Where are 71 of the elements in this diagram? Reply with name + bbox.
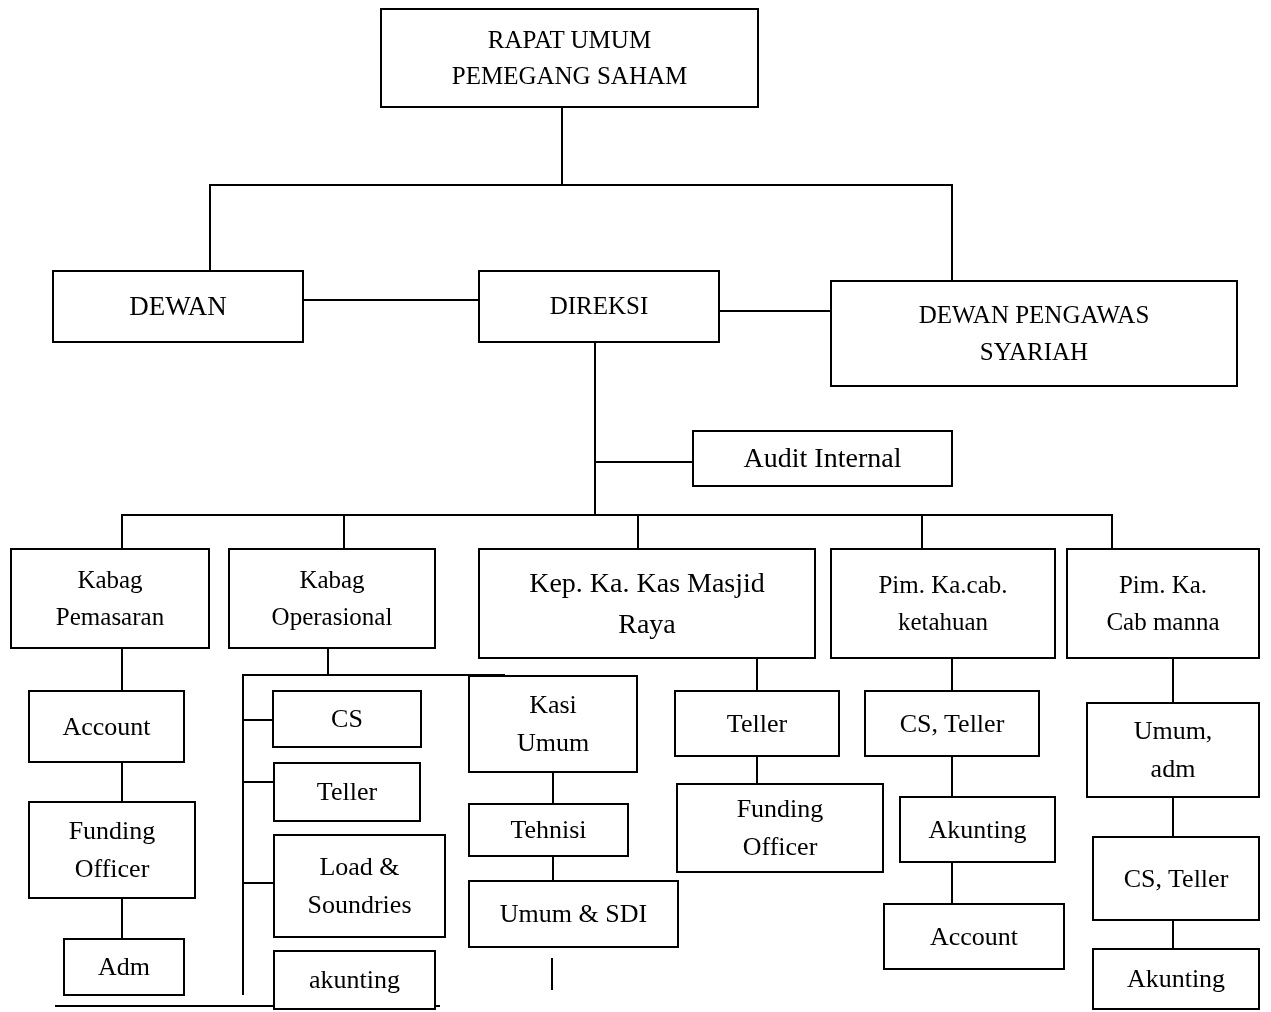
box-label: Funding Officer (67, 815, 157, 885)
connector-line (951, 862, 953, 904)
box-label: CS (331, 703, 363, 736)
box-label: DIREKSI (549, 291, 649, 322)
org-box (468, 880, 679, 948)
org-box (830, 548, 1056, 659)
box-label: Pim. Ka.cab. ketahuan (877, 570, 1009, 637)
connector-line (552, 856, 554, 881)
box-label: RAPAT UMUM PEMEGANG SAHAM (450, 24, 689, 91)
connector-line (552, 772, 554, 804)
box-label: Umum & SDI (499, 898, 648, 931)
box-label: DEWAN PENGAWAS SYARIAH (917, 300, 1151, 367)
org-box (380, 8, 759, 108)
box-label: Audit Internal (743, 441, 902, 476)
box-label: Tehnisi (510, 814, 587, 847)
box-label: Kabag Pemasaran (54, 565, 166, 632)
box-label: Funding Officer (735, 793, 825, 863)
connector-line (303, 299, 479, 301)
box-label: Load & Soundries (306, 851, 413, 921)
connector-line (951, 658, 953, 691)
box-label: CS, Teller (1123, 862, 1229, 895)
org-box (273, 762, 421, 822)
org-box (830, 280, 1238, 387)
box-label: Kasi Umum (515, 689, 591, 759)
org-box (1092, 836, 1260, 921)
box-label: Teller (726, 707, 788, 740)
org-box (52, 270, 304, 343)
org-box (468, 675, 638, 773)
box-label: Adm (98, 951, 150, 984)
box-label: Umum, adm (1132, 715, 1214, 785)
box-label: DEWAN (129, 289, 227, 323)
connector-line (121, 762, 123, 802)
org-box (864, 690, 1040, 757)
connector-line (756, 658, 758, 691)
box-label: Account (929, 920, 1019, 953)
org-box (273, 950, 436, 1010)
org-box (63, 938, 185, 996)
box-label: Pim. Ka. Cab manna (1105, 570, 1221, 637)
org-box (1086, 702, 1260, 798)
box-label: Akunting (928, 813, 1027, 846)
box-label: Kabag Operasional (270, 565, 394, 632)
connector-line (719, 310, 831, 312)
org-box (692, 430, 953, 487)
org-box (883, 903, 1065, 970)
connector-line (951, 756, 953, 797)
org-box (478, 270, 720, 343)
org-box (228, 548, 436, 649)
org-box (674, 690, 840, 757)
connector-line (1172, 920, 1174, 949)
box-label: Akunting (1126, 963, 1226, 996)
box-label: akunting (309, 964, 400, 997)
box-label: Account (62, 710, 151, 743)
org-box (10, 548, 210, 649)
org-box (272, 690, 422, 748)
org-box (1066, 548, 1260, 659)
box-label: Teller (316, 776, 378, 809)
org-box (478, 548, 816, 659)
connector-line (121, 898, 123, 939)
connector-line (1172, 797, 1174, 837)
org-box (273, 834, 446, 938)
connector-line (756, 756, 758, 784)
box-label: CS, Teller (899, 707, 1005, 740)
org-box (28, 690, 185, 763)
org-box (899, 796, 1056, 863)
org-box (468, 803, 629, 857)
box-label: Kep. Ka. Kas Masjid Raya (528, 565, 766, 641)
org-box (676, 783, 884, 873)
org-box (28, 801, 196, 899)
connector-line (1172, 658, 1174, 703)
connector-line (121, 648, 123, 691)
org-box (1092, 948, 1260, 1010)
